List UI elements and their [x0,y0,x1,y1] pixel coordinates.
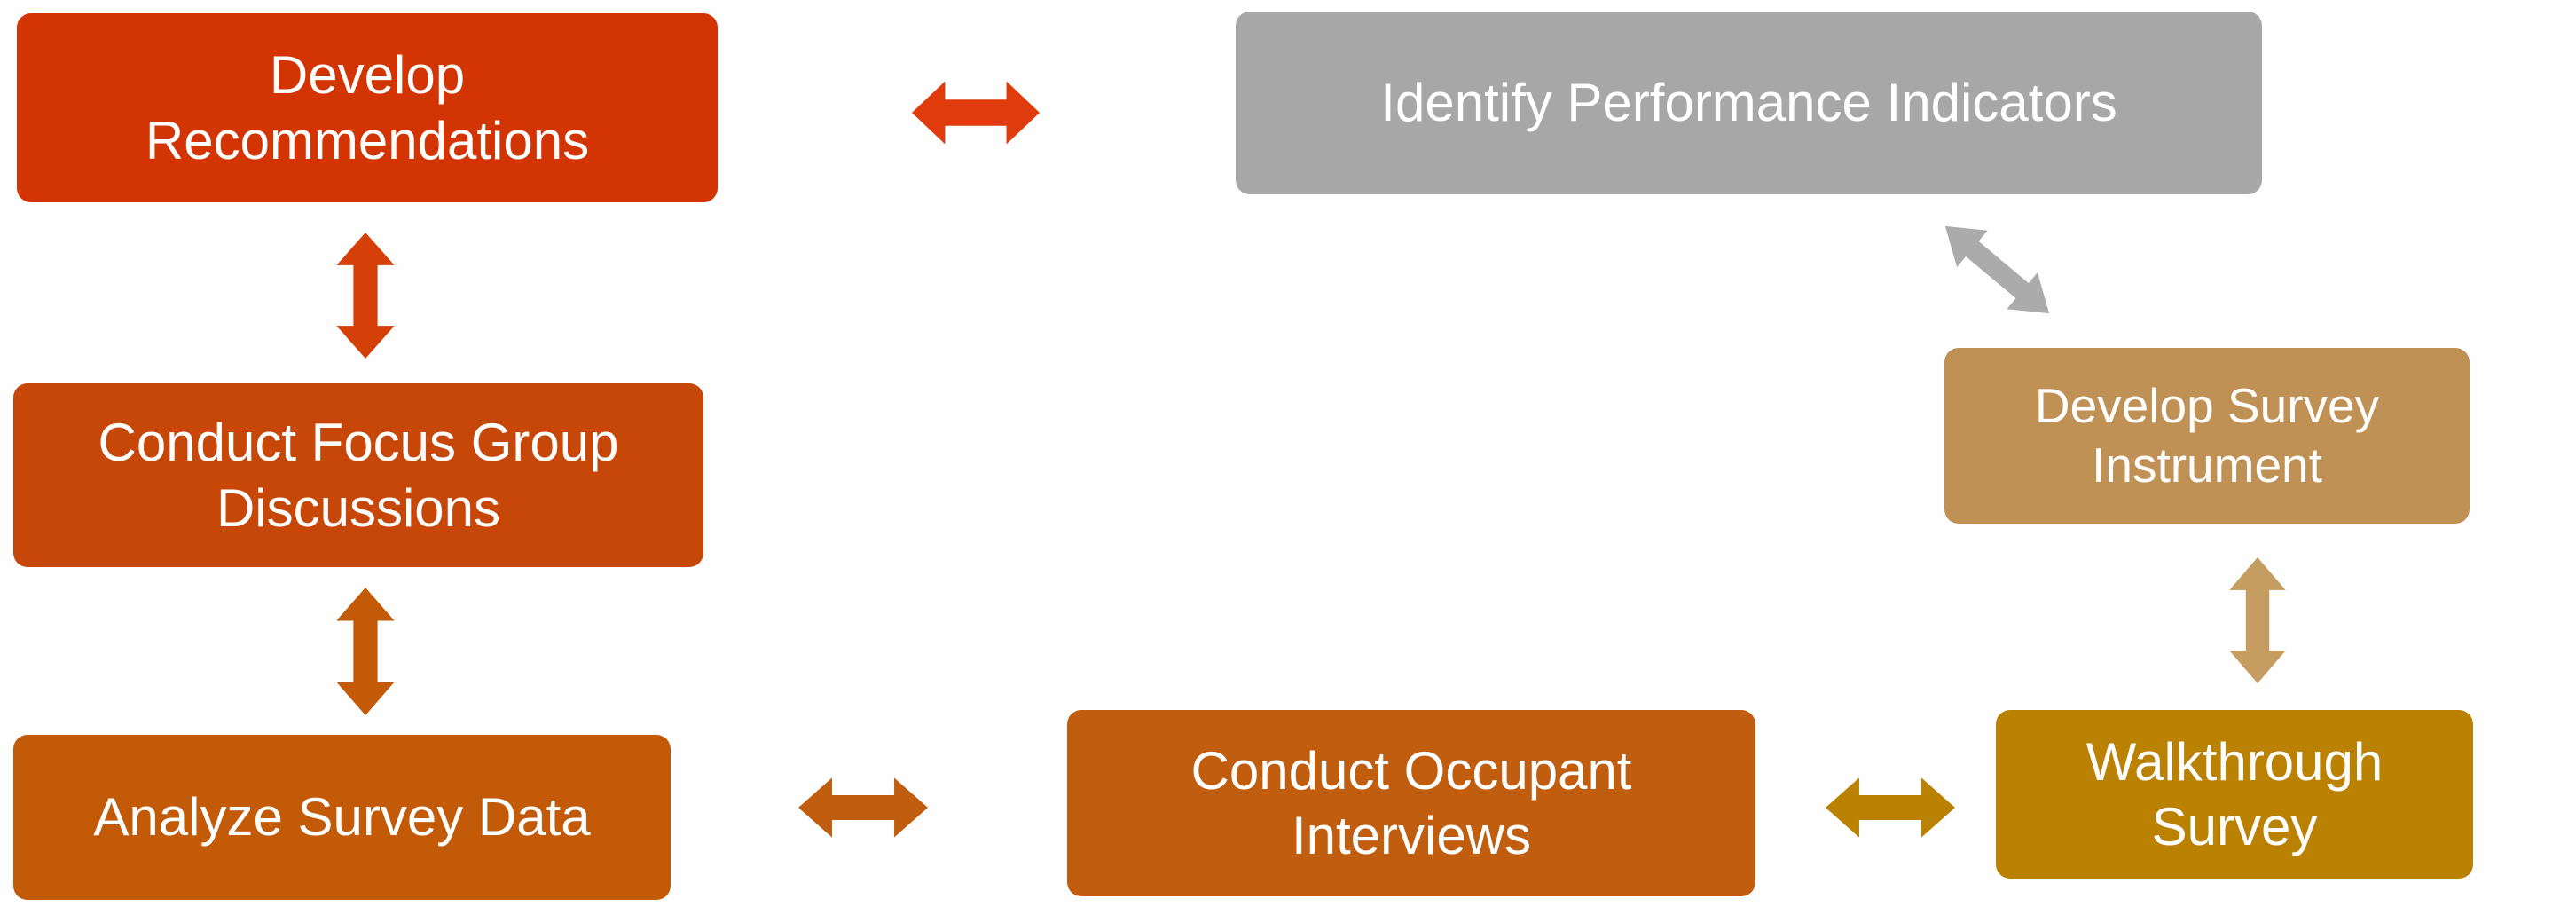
node-label: Develop Survey [2034,377,2380,433]
node-label: Conduct Occupant [1190,740,1632,801]
double-arrow-icon-instrument-walkthrough [2229,557,2286,683]
double-arrow-icon-focusgroups-analyze [336,588,395,715]
node-label: Walkthrough [2085,731,2384,792]
node-label: Recommendations [145,110,590,170]
node-label: Instrument [2092,438,2322,493]
node-label: Interviews [1291,806,1532,865]
node-label: Analyze Survey Data [93,787,591,848]
double-arrow-icon-analyze-interviews [798,777,928,838]
node-analyze-survey-data: Analyze Survey Data [13,735,671,900]
double-arrow-icon-indicators-instrument [1944,225,2050,314]
node-conduct-focus-group-discussions: Conduct Focus Group Discussions [13,383,703,567]
node-label: Conduct Focus Group [98,413,619,473]
node-label: Survey [2151,797,2318,856]
double-arrow-icon-recommendations-focusgroups [336,233,395,359]
node-walkthrough-survey: Walkthrough Survey [1996,710,2473,879]
node-develop-survey-instrument: Develop Survey Instrument [1944,348,2470,524]
double-arrow-icon-interviews-walkthrough [1826,777,1955,838]
node-develop-recommendations: Develop Recommendations [17,13,718,202]
node-identify-performance-indicators: Identify Performance Indicators [1236,12,2262,194]
node-label: Develop [269,45,466,106]
node-label: Discussions [216,477,501,538]
double-arrow-icon-recommendations-indicators [912,81,1040,145]
node-conduct-occupant-interviews: Conduct Occupant Interviews [1067,710,1755,896]
node-label: Identify Performance Indicators [1380,73,2117,133]
